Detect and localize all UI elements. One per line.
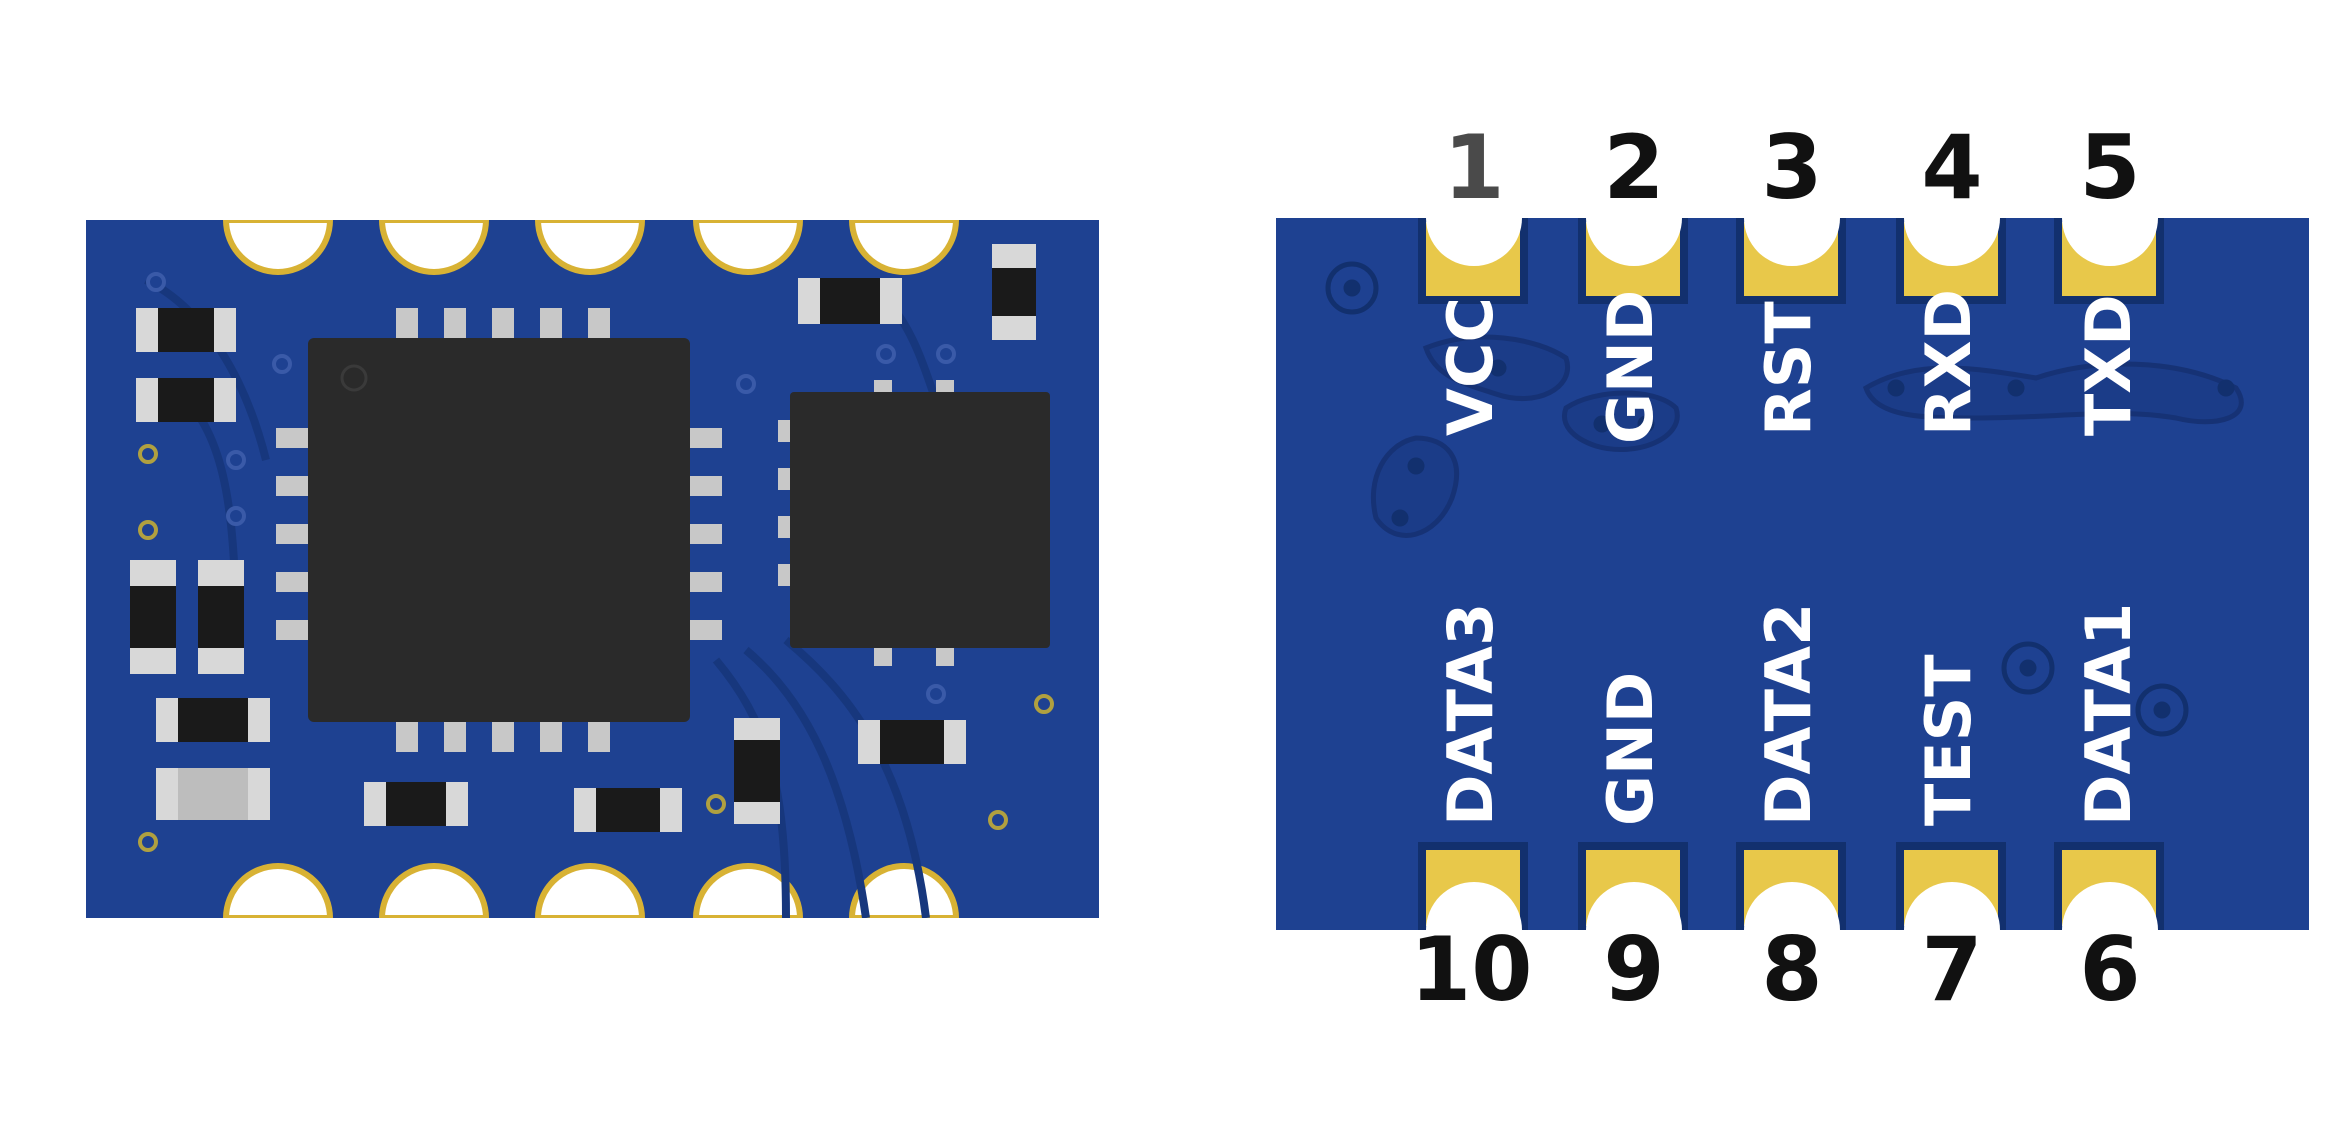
castellated-holes-bottom (222, 863, 960, 918)
pin-number-10: 10 (1410, 918, 1533, 1021)
pin-label-data3: DATA3 (1434, 602, 1507, 826)
pin-label-rst: RST (1752, 301, 1825, 436)
passive-components (130, 244, 1036, 832)
pin-label-vcc: VCC (1434, 297, 1507, 436)
main-ic-chip (276, 308, 722, 752)
gold-pads-top (1418, 218, 2164, 304)
pin-label-txd: TXD (2072, 294, 2145, 436)
pin-label-gnd-bottom: GND (1594, 671, 1667, 826)
pin-number-9: 9 (1603, 918, 1665, 1021)
pin-number-4: 4 (1921, 116, 1983, 219)
pin-number-5: 5 (2079, 116, 2141, 219)
pin-label-test: TEST (1912, 654, 1985, 826)
pin-number-1: 1 (1443, 116, 1505, 219)
pin-label-gnd-top: GND (1594, 289, 1667, 444)
back-traces (1370, 334, 2244, 538)
back-vias (1325, 261, 2235, 737)
pin-number-8: 8 (1761, 918, 1823, 1021)
pin-number-6: 6 (2079, 918, 2141, 1021)
gold-pads-bottom (1418, 842, 2164, 930)
pin-number-2: 2 (1603, 116, 1665, 219)
module-front-view (86, 220, 1099, 918)
pin-label-data2: DATA2 (1752, 602, 1825, 826)
pin-number-7: 7 (1921, 918, 1983, 1021)
secondary-ic-chip (778, 380, 1050, 666)
pcb-back-board (1276, 218, 2309, 930)
pin-number-3: 3 (1761, 116, 1823, 219)
module-back-view (1276, 218, 2309, 930)
via-holes (138, 272, 1054, 852)
pin-label-rxd: RXD (1912, 288, 1985, 436)
castellated-holes-top (222, 220, 960, 275)
pin-label-data1: DATA1 (2072, 602, 2145, 826)
